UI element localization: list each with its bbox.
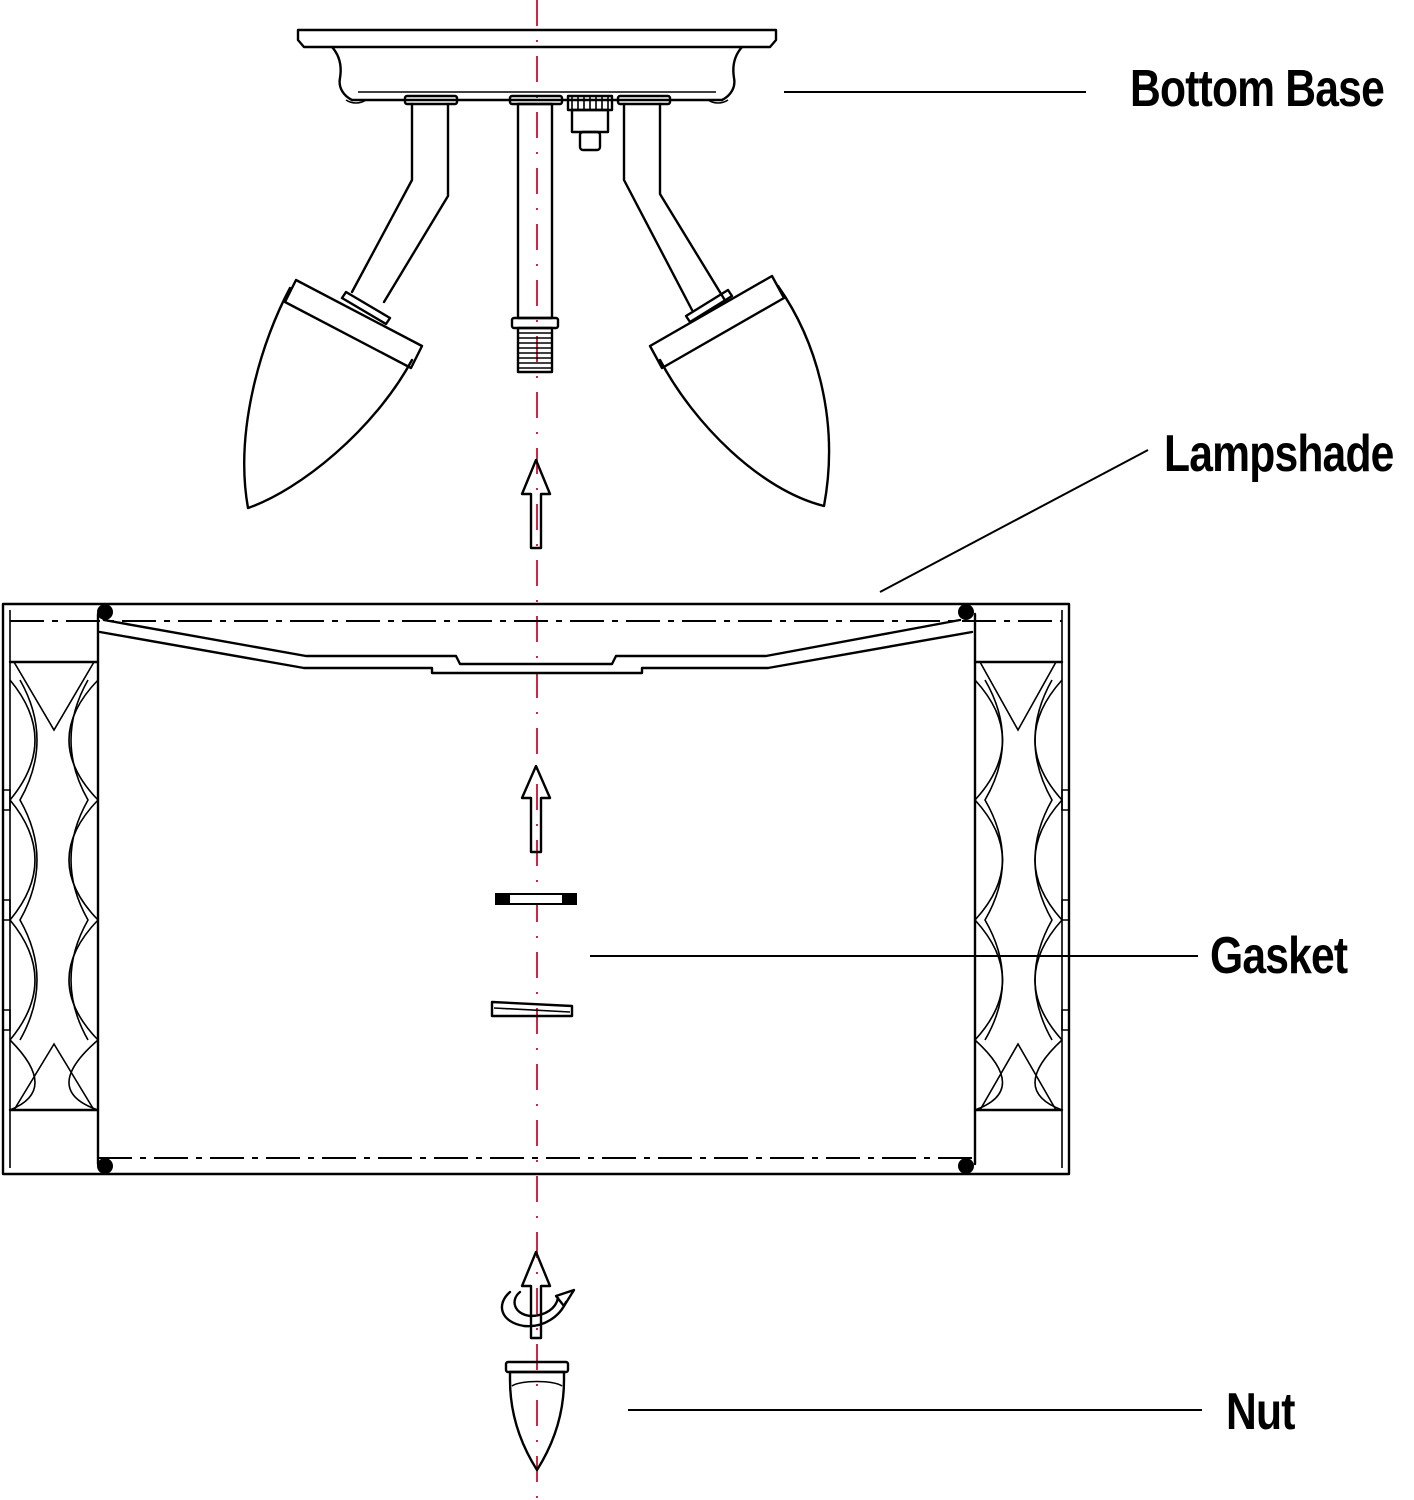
lampshade-leader (879, 449, 1149, 593)
label-gasket: Gasket (1210, 927, 1348, 985)
lampshade (1, 602, 1071, 1176)
gasket (495, 893, 577, 905)
leader-lines (590, 91, 1202, 1411)
washer (490, 1000, 574, 1018)
up-arrow-1 (520, 458, 552, 550)
rotate-arrow-icon (500, 1250, 576, 1340)
right-lattice-pattern (973, 660, 1068, 1112)
label-lampshade: Lampshade (1164, 425, 1394, 483)
label-bottom-base: Bottom Base (1130, 60, 1385, 118)
left-lattice-pattern (4, 660, 100, 1112)
up-arrow-2 (520, 764, 552, 854)
label-nut: Nut (1226, 1383, 1295, 1441)
nut (504, 1360, 570, 1472)
bottom-base (243, 28, 831, 510)
